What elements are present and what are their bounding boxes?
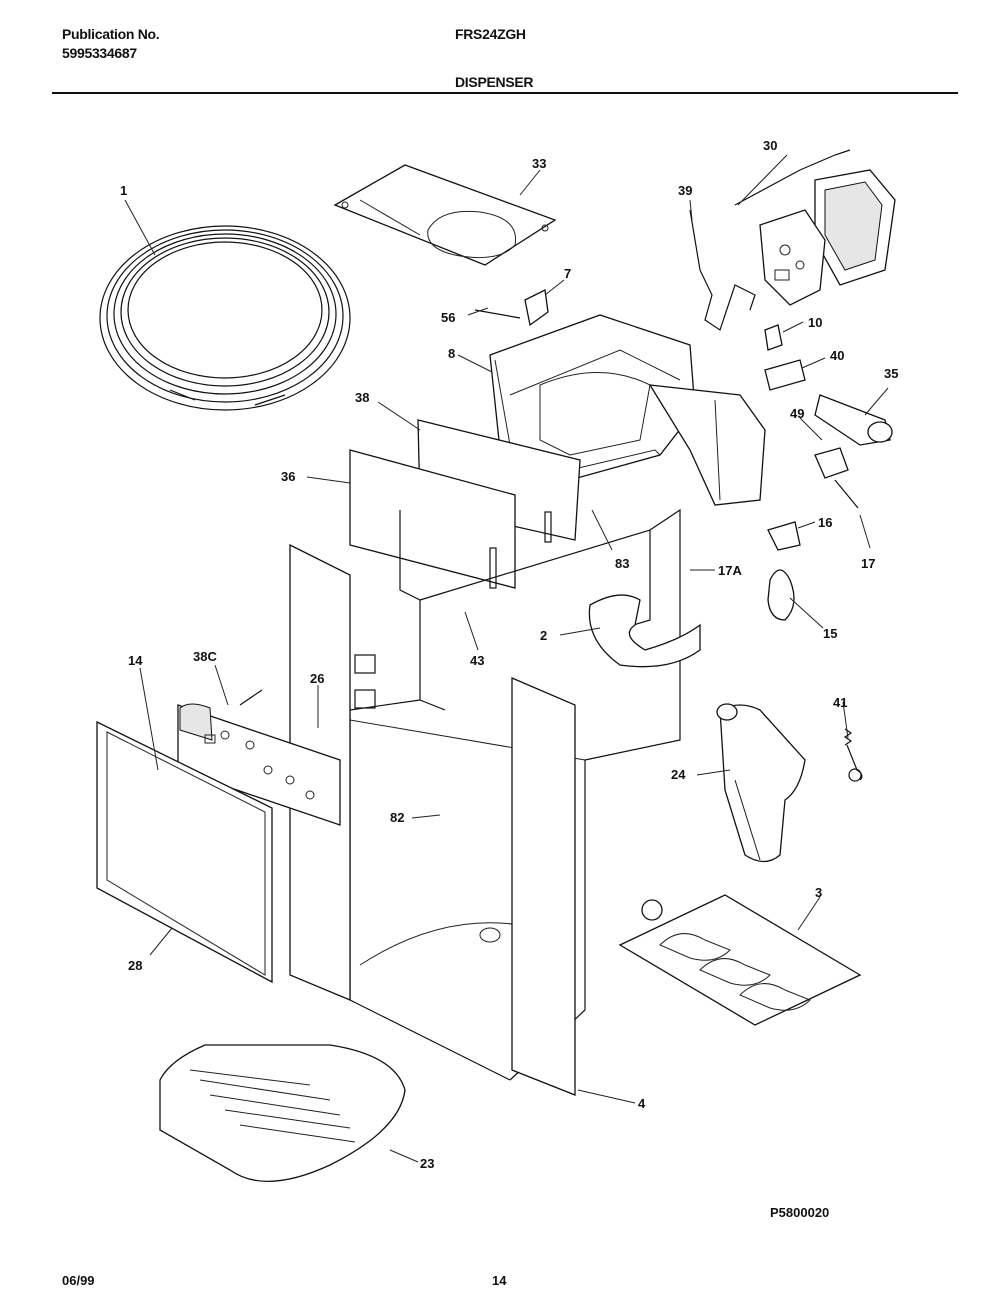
- front-panel-36: [349, 449, 516, 589]
- callout-8: 8: [448, 346, 455, 361]
- bottom-shelf-tray: [159, 1044, 406, 1183]
- light-socket-and-bulb: [767, 521, 801, 621]
- callout-43: 43: [470, 653, 484, 668]
- callout-36: 36: [281, 469, 295, 484]
- callout-39: 39: [678, 183, 692, 198]
- tubing-coil: [99, 225, 351, 411]
- ice-chute-housing: [489, 314, 766, 506]
- callout-33: 33: [532, 156, 546, 171]
- model-number: FRS24ZGH: [455, 26, 526, 42]
- control-board: [177, 689, 341, 826]
- figure-code: P5800020: [770, 1205, 830, 1220]
- callout-40: 40: [830, 348, 844, 363]
- top-cover-plate: [333, 164, 557, 266]
- callout-23: 23: [420, 1156, 434, 1171]
- callout-56: 56: [441, 310, 455, 325]
- ice-guide: [588, 594, 701, 668]
- callout-1: 1: [120, 183, 127, 198]
- callout-14: 14: [128, 653, 143, 668]
- callout-7: 7: [564, 266, 571, 281]
- section-title: DISPENSER: [455, 74, 534, 90]
- callout-15: 15: [823, 626, 837, 641]
- callout-24: 24: [671, 767, 686, 782]
- footer-date: 06/99: [62, 1273, 95, 1288]
- callout-35: 35: [884, 366, 898, 381]
- drip-tray-grille: [618, 894, 862, 1026]
- callout-17a: 17A: [718, 563, 742, 578]
- dispenser-lever-arm: [716, 703, 806, 863]
- wire-harness: [689, 209, 756, 331]
- callout-82: 82: [390, 810, 404, 825]
- callout-2: 2: [540, 628, 547, 643]
- header-divider: [52, 92, 958, 94]
- page-number: 14: [492, 1273, 507, 1288]
- callout-38: 38: [355, 390, 369, 405]
- callout-41: 41: [833, 695, 847, 710]
- small-fasteners: [474, 289, 893, 509]
- callout-30: 30: [763, 138, 777, 153]
- callout-4: 4: [638, 1096, 646, 1111]
- publication-number: 5995334687: [62, 45, 137, 61]
- control-bracket-assembly: [734, 149, 896, 306]
- callout-28: 28: [128, 958, 142, 973]
- callout-16: 16: [818, 515, 832, 530]
- callout-49: 49: [790, 406, 804, 421]
- callout-3: 3: [815, 885, 822, 900]
- callout-17: 17: [861, 556, 875, 571]
- front-tall-panel: [511, 677, 576, 1096]
- callout-26: 26: [310, 671, 324, 686]
- publication-label: Publication No.: [62, 26, 160, 42]
- callout-leader-lines: [124, 154, 889, 1163]
- callout-38c: 38C: [193, 649, 217, 664]
- callout-labels: 1 33 30 39 7 56 10 8 40 35 38 49 36 83 1…: [120, 138, 898, 1171]
- callout-10: 10: [808, 315, 822, 330]
- callout-83: 83: [615, 556, 629, 571]
- dispenser-front-frame: [96, 720, 273, 984]
